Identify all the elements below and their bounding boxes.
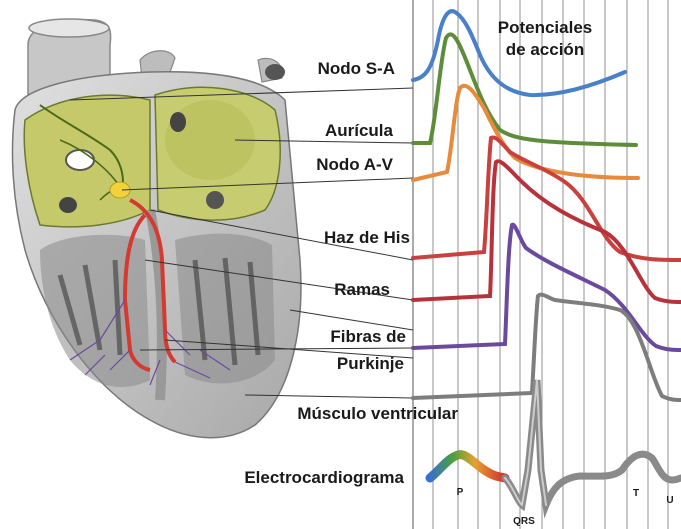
ecg-label-qrs: QRS [513, 516, 535, 527]
label-fibras-2: Purkinje [337, 354, 404, 373]
title-line-1: Potenciales [498, 18, 593, 37]
curve-haz-his [413, 137, 681, 260]
label-nodo-sa: Nodo S-A [318, 59, 395, 78]
label-nodo-av: Nodo A-V [316, 155, 393, 174]
ecg-label-p: P [457, 487, 464, 498]
curve-nodo-av [413, 86, 638, 180]
label-ramas: Ramas [334, 280, 390, 299]
heart-illustration [12, 19, 300, 438]
curve-ramas [413, 161, 681, 302]
action-potential-curves [413, 11, 681, 400]
label-ecg: Electrocardiograma [244, 468, 404, 487]
label-fibras-1: Fibras de [330, 327, 406, 346]
title-line-2: de acción [506, 40, 584, 59]
label-auricula: Aurícula [325, 121, 394, 140]
label-haz-his: Haz de His [324, 228, 410, 247]
ecg-label-t: T [633, 488, 639, 499]
ecg-label-u: U [666, 495, 673, 506]
ecg-trace [430, 380, 681, 505]
label-musculo: Músculo ventricular [297, 404, 458, 423]
curve-purkinje [413, 225, 681, 350]
